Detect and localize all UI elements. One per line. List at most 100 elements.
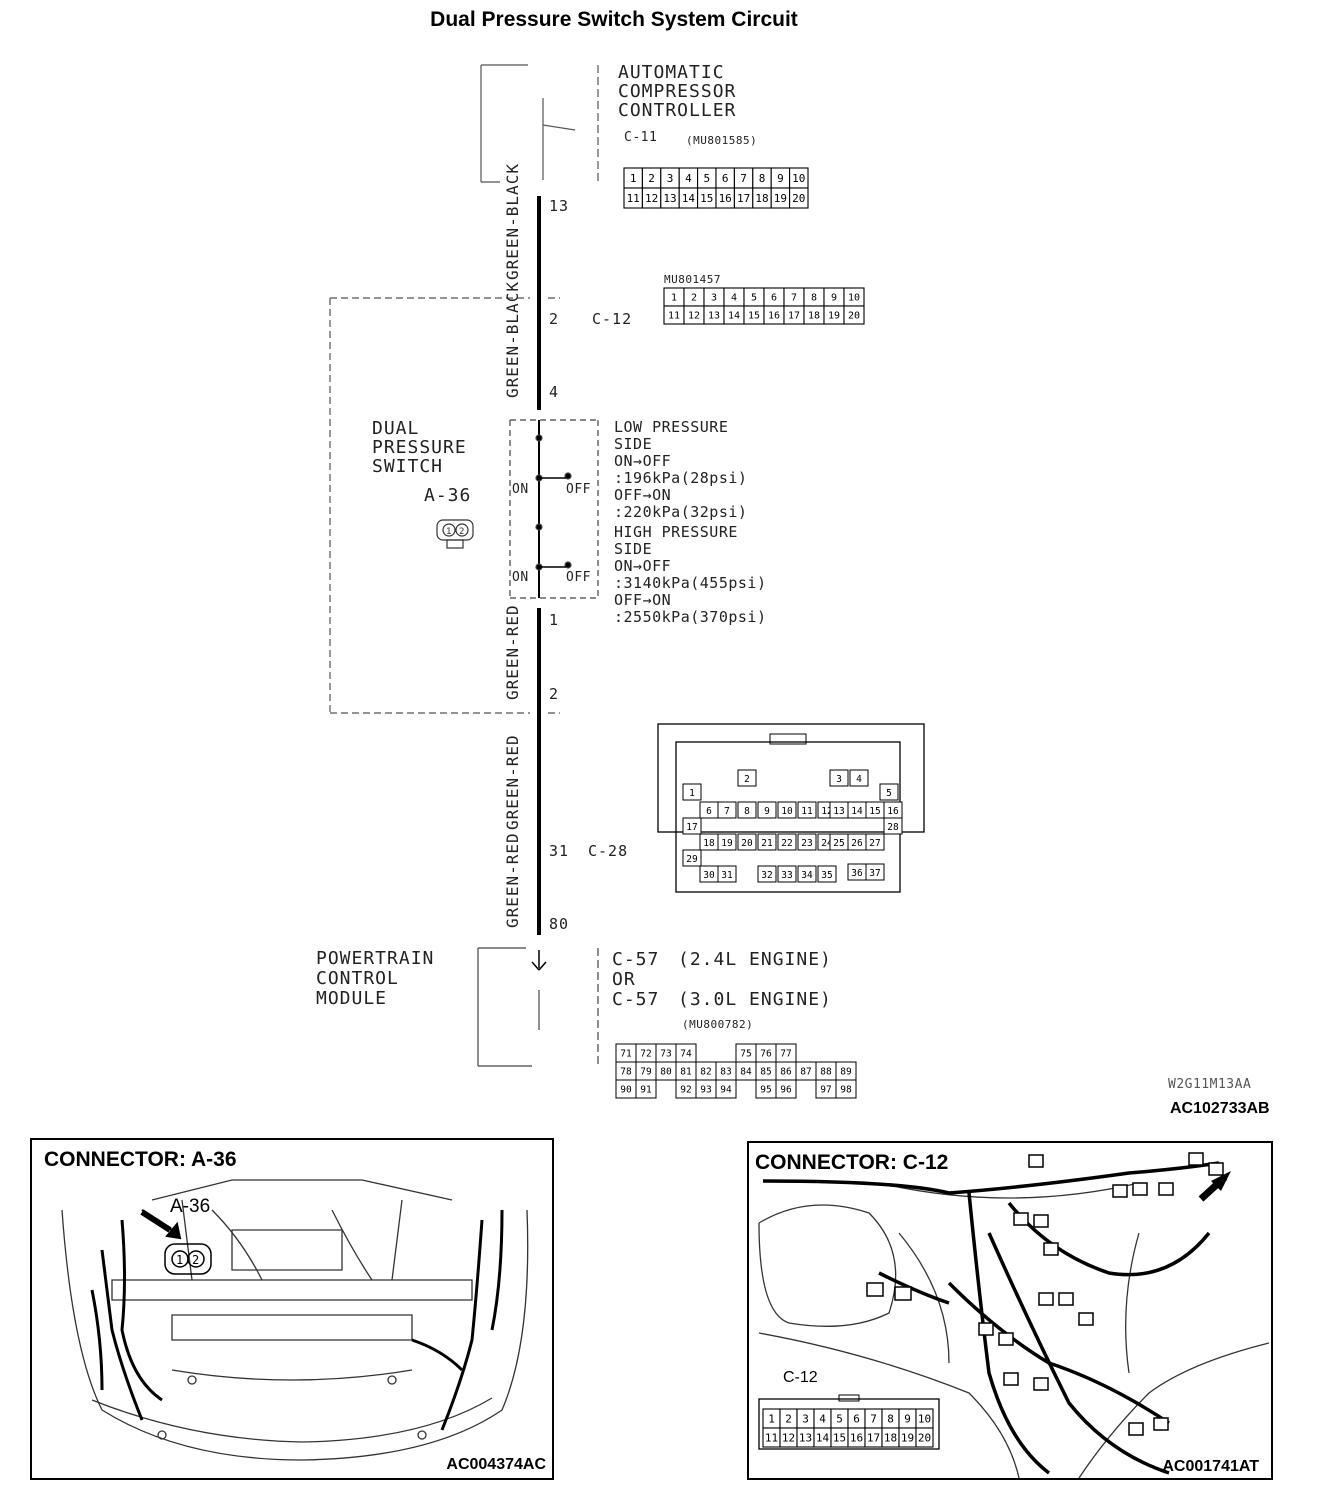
c12-pin: 8 [811,293,817,304]
c11-pin: 6 [722,172,729,185]
c12-pin: 5 [751,293,757,304]
switch-off-2: OFF [566,570,591,585]
c28-pin: 35 [821,870,832,881]
c28-cell [737,769,757,787]
c12-small-pin: 16 [850,1431,863,1444]
pcm-pin: 88 [820,1067,832,1078]
connector-c12-callout: C-12 [783,1369,818,1386]
c11-pin: 2 [648,172,655,185]
c11-pin: 16 [719,192,732,205]
c12-label: C-12 [592,310,633,328]
c12-small-pin: 12 [782,1431,795,1444]
c11-pin: 4 [685,172,692,185]
c28-cell [682,817,702,835]
pcm-pin: 83 [720,1067,731,1078]
c12-small-pin: 15 [833,1431,846,1444]
c28-pin: 20 [741,838,753,849]
wire-label-2: GREEN-BLACK [503,281,522,398]
pcm-pin: 97 [820,1085,831,1096]
pcm-pin: 92 [680,1085,691,1096]
c11-pin: 14 [682,192,696,205]
c12-small-pin: 3 [802,1412,809,1425]
connector-a36-code: AC004374AC [446,1456,546,1473]
c28-cell [717,865,737,883]
c28-pin: 27 [869,838,880,849]
pcm-engine-or: OR [612,969,636,990]
c28-pin: 17 [686,822,697,833]
pcm-pin: 74 [680,1049,692,1060]
c12-small-pin: 9 [904,1412,911,1425]
connector-c12-title: CONNECTOR: C-12 [755,1151,949,1174]
c28-pin: 15 [869,806,880,817]
figure-code: AC102733AB [1170,1100,1270,1117]
c28-pin: 25 [833,838,844,849]
connector-a36-title: CONNECTOR: A-36 [44,1148,237,1171]
acc-name-2: COMPRESSOR [618,81,737,102]
pcm-pin: 73 [660,1049,671,1060]
c28-cell [865,863,885,881]
dps-name-1: DUAL [372,418,420,439]
c28-pin: 34 [801,870,813,881]
pcm-pin: 80 [660,1067,672,1078]
c11-pin: 5 [703,172,710,185]
dps-spec-11: OFF→ON [614,591,672,609]
c12-small-pin: 8 [887,1412,894,1425]
pcm-pin: 87 [800,1067,811,1078]
diagram-code: W2G11M13AA [1168,1077,1252,1092]
pin-dps-top: 1 [549,611,560,629]
switch-on-1: ON [512,482,529,497]
c11-pin: 20 [792,192,805,205]
c12-pin: 17 [788,311,800,322]
c12-small-pin: 19 [901,1431,914,1444]
c28-pin: 24 [821,838,833,849]
engine-bay-drawing: 1 2 [61,1179,529,1461]
c28-pin: 2 [744,774,750,785]
c28-pin: 9 [764,806,770,817]
c12-pin: 7 [791,293,797,304]
dps-name-2: PRESSURE [372,437,467,458]
pcm-name-2: CONTROL [316,968,399,989]
c11-pin: 3 [667,172,674,185]
switch-off-1: OFF [566,482,591,497]
c12-small-pin: 10 [918,1412,931,1425]
c28-pin: 37 [869,868,880,879]
c12-pin: 11 [668,311,680,322]
pcm-ref-1: C-57 [612,949,660,970]
c28-pin: 36 [851,868,863,879]
dps-connector-code: A-36 [424,485,472,506]
pcm-name-3: MODULE [316,988,388,1009]
dps-switch-box [509,419,599,599]
c28-cell [757,833,777,851]
c28-pin: 18 [703,838,715,849]
c12-small-pin: 13 [799,1431,812,1444]
c28-pin: 10 [781,806,793,817]
c28-pin: 29 [686,854,698,865]
wire-label-1: GREEN-BLACK [503,163,522,280]
pin-c12-bottom: 4 [549,383,560,401]
dps-spec-9: ON→OFF [614,557,672,575]
pin-acc: 13 [549,197,570,215]
c12-small-pin: 5 [836,1412,843,1425]
c28-pin: 6 [706,806,712,817]
c28-cell [682,783,702,801]
pcm-pin: 71 [620,1049,632,1060]
c12-small-pin: 6 [853,1412,860,1425]
a36-pin-2: 2 [192,1253,199,1267]
pcm-pin: 90 [620,1085,632,1096]
c28-cell [777,833,797,851]
pcm-pin: 95 [760,1085,771,1096]
pcm-engine-1: (2.4L ENGINE) [678,949,832,970]
c28-pin: 30 [703,870,715,881]
c28-pin: 23 [801,838,812,849]
dps-spec-3: ON→OFF [614,452,672,470]
c28-pin: 8 [744,806,750,817]
c28-pin: 11 [801,806,813,817]
c12-pin: 2 [691,293,697,304]
c11-pin: 7 [740,172,747,185]
wire-label-5: GREEN-RED [503,832,522,928]
pcm-cell [635,1079,657,1099]
pcm-cell [775,1079,797,1099]
